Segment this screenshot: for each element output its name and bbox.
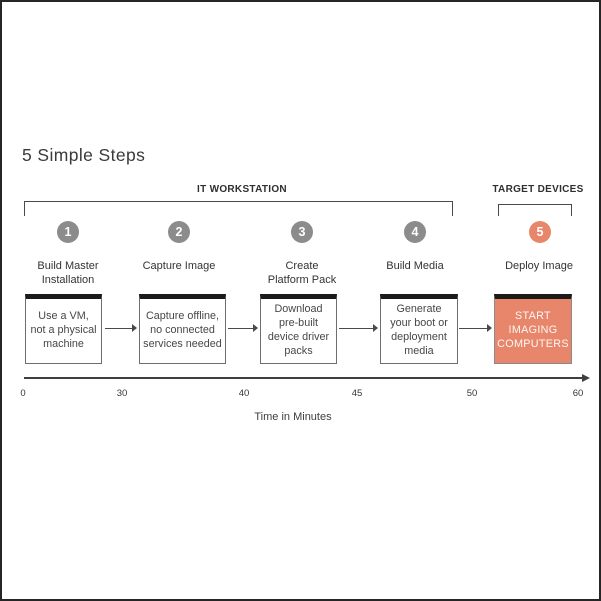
step-badge-5: 5 <box>529 221 551 243</box>
step-label-4: Build Media <box>386 260 444 272</box>
step-badge-2: 2 <box>168 221 190 243</box>
target-devices-label: TARGET DEVICES <box>492 184 584 195</box>
step-label-1: Build Master Installation <box>37 260 99 286</box>
step-label-2: Capture Image <box>142 260 216 272</box>
axis-title: Time in Minutes <box>254 411 332 423</box>
tick-label-50: 50 <box>466 388 478 399</box>
step-note-box-4: Generate your boot or deployment media <box>380 294 458 364</box>
tick-label-40: 40 <box>238 388 250 399</box>
target-devices-bracket <box>498 204 572 216</box>
step-note-box-1: Use a VM, not a physical machine <box>25 294 102 364</box>
step-badge-4: 4 <box>404 221 426 243</box>
step-label-5: Deploy Image <box>505 260 573 272</box>
step-badge-1: 1 <box>57 221 79 243</box>
tick-label-30: 30 <box>116 388 128 399</box>
flow-arrow-icon <box>459 324 492 332</box>
tick-label-60: 60 <box>572 388 584 399</box>
it-workstation-label: IT WORKSTATION <box>197 184 287 195</box>
flow-arrow-icon <box>339 324 378 332</box>
tick-label-0: 0 <box>20 388 26 399</box>
flow-arrow-icon <box>228 324 258 332</box>
step-note-box-3: Download pre-built device driver packs <box>260 294 337 364</box>
page-title: 5 Simple Steps <box>22 145 146 165</box>
step-badge-3: 3 <box>291 221 313 243</box>
flow-arrow-icon <box>105 324 137 332</box>
step-label-3: Create Platform Pack <box>267 260 337 286</box>
step-note-box-5: START IMAGING COMPUTERS <box>494 294 572 364</box>
axis-arrowhead-icon <box>582 373 590 382</box>
timeline-axis <box>24 377 583 379</box>
tick-label-45: 45 <box>351 388 363 399</box>
it-workstation-bracket <box>24 201 453 216</box>
step-note-box-2: Capture offline, no connected services n… <box>139 294 226 364</box>
